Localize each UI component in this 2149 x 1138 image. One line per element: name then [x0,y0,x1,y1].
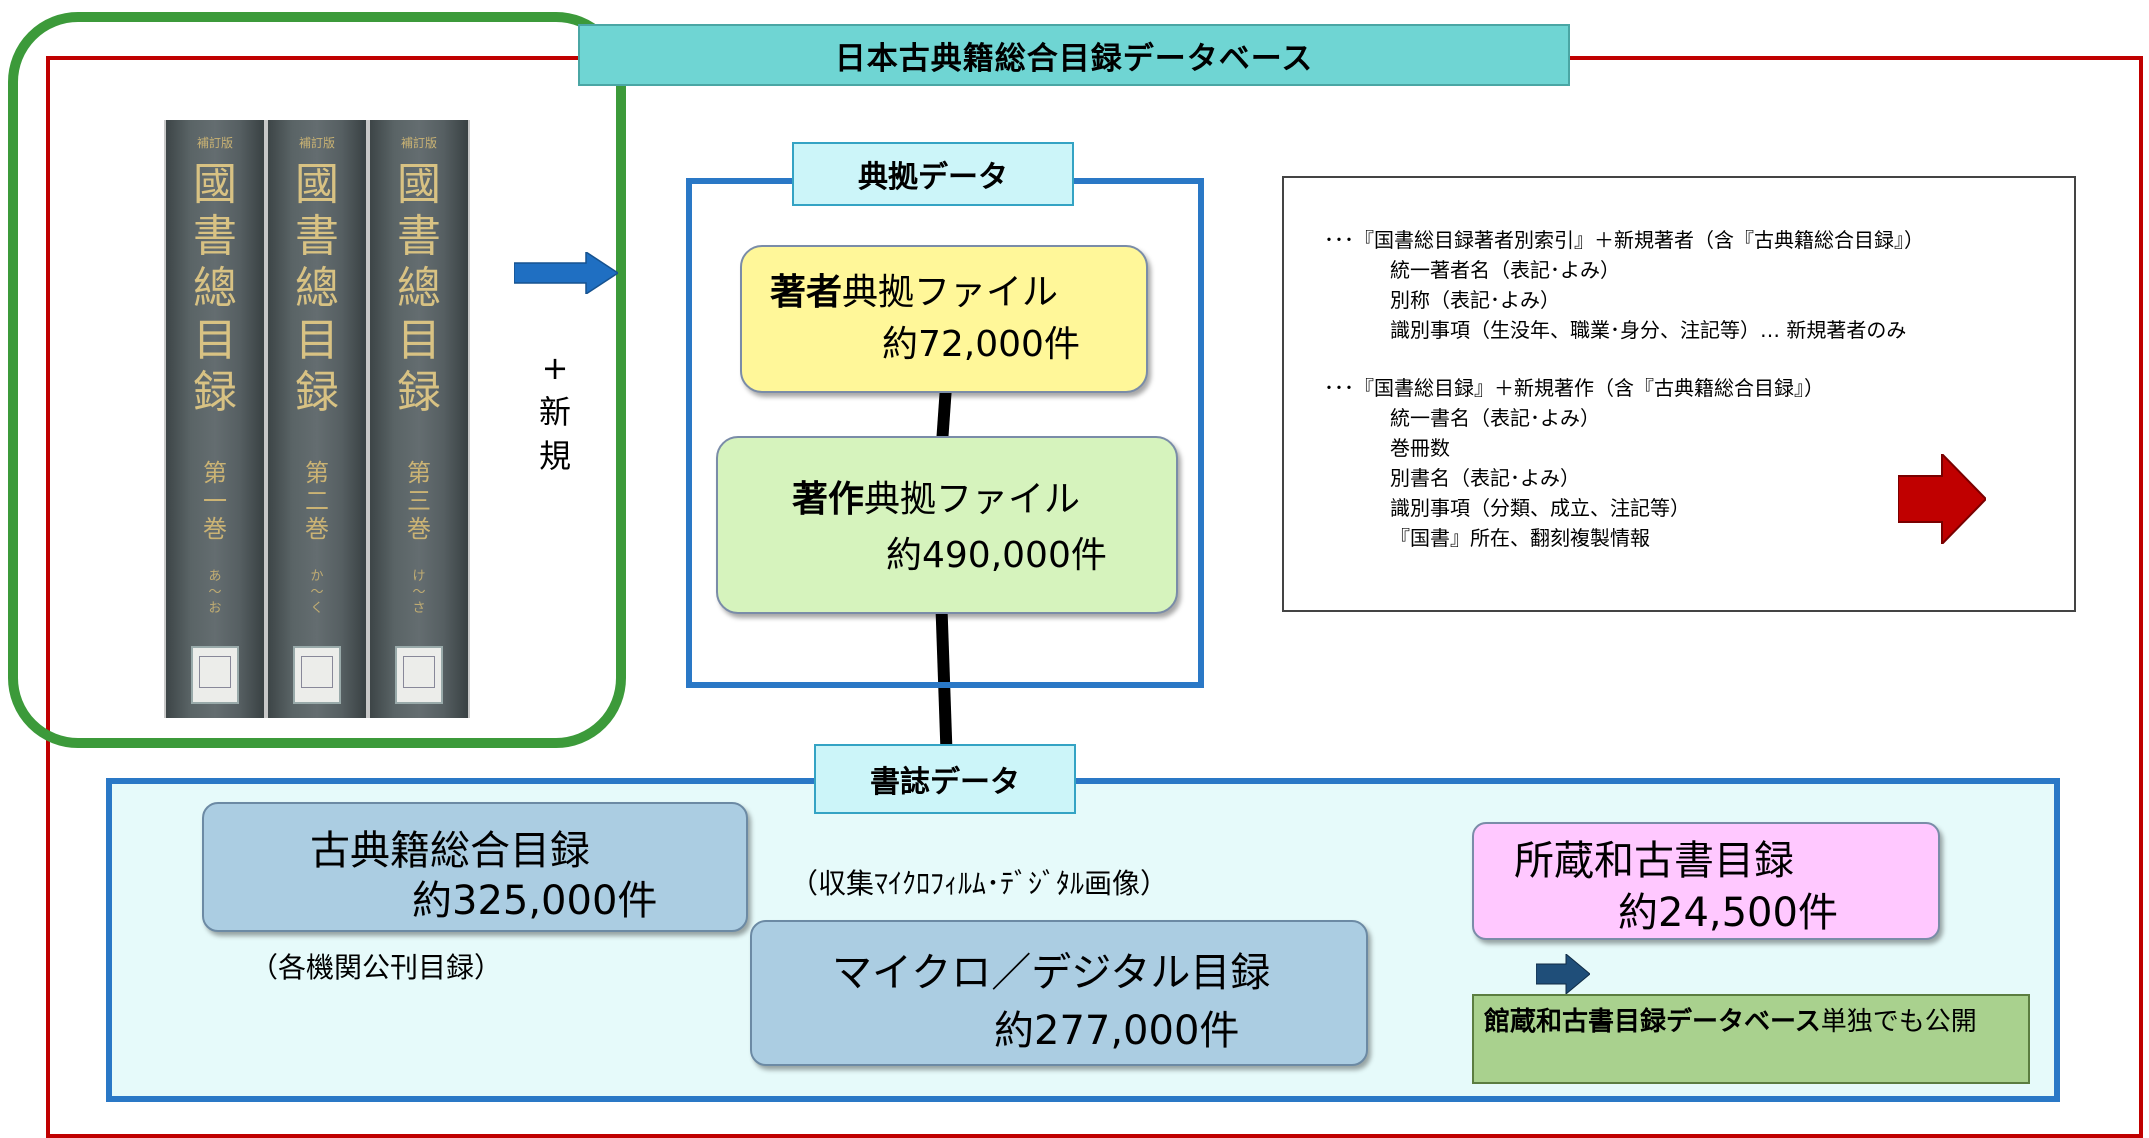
page-title: 日本古典籍総合目録データベース [578,24,1570,86]
info-line: 『国書』所在、翻刻複製情報 [1390,526,1650,550]
spine-range: か～く [310,569,324,616]
shozo-catalog: 所蔵和古書目録 約24,500件 [1472,822,1940,940]
info-line: ･･･『国書総目録』＋新規著作（含『古典籍総合目録』） [1324,376,1824,400]
library-label [395,646,443,704]
micro-count: 約277,000件 [994,1008,1240,1054]
kotenseki-name: 古典籍総合目録 [310,828,590,874]
plus-sign: + [541,349,569,387]
publication-note-bold: 館蔵和古書目録データベース [1484,1007,1821,1037]
spine-title: 國書總目録 [397,159,441,418]
author-file-count: 約72,000件 [882,324,1080,365]
publication-note-text: 単独でも公開 [1820,1007,1977,1037]
library-label [293,646,341,704]
spine-volume: 第三巻 [407,459,431,543]
shozo-name: 所蔵和古書目録 [1514,838,1794,884]
book-spines-photo: 補訂版 國書總目録 第一巻 あ～お 補訂版 國書總目録 第二巻 か～く 補訂版 … [164,120,470,718]
info-line: 統一著者名（表記･よみ） [1390,258,1620,282]
new-label-line2: 規 [538,437,571,475]
shozo-count: 約24,500件 [1618,890,1838,936]
spine-range: け～さ [412,569,426,616]
micro-name: マイクロ／デジタル目録 [832,950,1271,996]
library-label [191,646,239,704]
spine-edition: 補訂版 [196,136,233,150]
info-line: ･･･『国書総目録著者別索引』＋新規著者（含『古典籍総合目録』） [1324,228,1924,252]
arrow-right-icon [1536,954,1590,994]
info-line: 統一書名（表記･よみ） [1390,406,1600,430]
micro-digital-catalog: マイクロ／デジタル目録 約277,000件 [750,920,1368,1066]
info-line: 識別事項（分類、成立、注記等） [1390,496,1690,520]
kotenseki-count: 約325,000件 [412,878,658,924]
authority-data-label: 典拠データ [792,142,1074,206]
work-file-name: 典拠ファイル [864,479,1081,520]
kotenseki-catalog: 古典籍総合目録 約325,000件 [202,802,748,932]
author-file-name-bold: 著者 [770,272,843,313]
work-file-count: 約490,000件 [886,535,1107,576]
spine-volume: 第一巻 [203,459,227,543]
publication-note: 館蔵和古書目録データベース単独でも公開 [1472,994,2030,1084]
bibliographic-data-label: 書誌データ [814,744,1076,814]
spine-title: 國書總目録 [295,159,339,418]
spine-edition: 補訂版 [298,136,335,150]
author-authority-file: 著者典拠ファイル 約72,000件 [740,245,1148,393]
kotenseki-note: （各機関公刊目録） [250,951,503,984]
book-spine: 補訂版 國書總目録 第一巻 あ～お [166,120,264,718]
info-line: 別称（表記･よみ） [1390,288,1560,312]
arrow-right-icon [514,252,618,294]
arrow-right-icon [1898,454,1986,544]
work-authority-file: 著作典拠ファイル 約490,000件 [716,436,1178,614]
micro-note: （収集ﾏｲｸﾛﾌｨﾙﾑ･ﾃﾞｼﾞﾀﾙ画像） [790,867,1169,900]
authority-details-box: ･･･『国書総目録著者別索引』＋新規著者（含『古典籍総合目録』） 統一著者名（表… [1282,176,2076,612]
author-file-name: 典拠ファイル [842,272,1059,313]
new-additions-label: + 新 規 [520,346,590,478]
book-spine: 補訂版 國書總目録 第二巻 か～く [268,120,366,718]
new-label-line1: 新 [538,393,571,431]
spine-range: あ～お [208,569,222,616]
source-catalog-frame [8,12,626,748]
info-line: 識別事項（生没年、職業･身分、注記等）… 新規著者のみ [1390,318,1907,342]
info-line: 別書名（表記･よみ） [1390,466,1580,490]
work-file-name-bold: 著作 [792,479,865,520]
info-line: 巻冊数 [1390,436,1450,460]
book-spine: 補訂版 國書總目録 第三巻 け～さ [370,120,468,718]
spine-edition: 補訂版 [400,136,437,150]
spine-title: 國書總目録 [193,159,237,418]
spine-volume: 第二巻 [305,459,329,543]
